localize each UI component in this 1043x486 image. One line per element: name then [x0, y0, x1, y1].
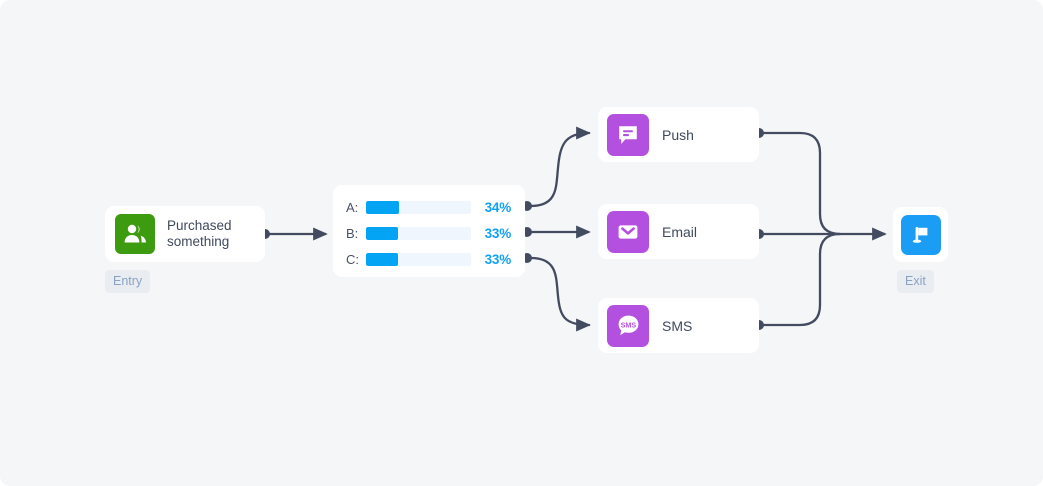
channel-label-email: Email: [662, 223, 698, 240]
channel-label-sms: SMS: [662, 317, 693, 334]
envelope-icon: [607, 210, 649, 253]
sms-bubble-icon: SMS: [607, 304, 649, 347]
split-row-c[interactable]: C: 33%: [333, 248, 525, 270]
channel-label-push: Push: [662, 126, 694, 143]
edge-sms-to-exit: [754, 232, 842, 330]
split-bar-fill-a: [366, 200, 399, 214]
node-entry-purchased-something[interactable]: Purchased something: [105, 206, 265, 262]
badge-entry: Entry: [105, 270, 151, 293]
split-key-a: A:: [346, 199, 359, 215]
edge-split-c-to-sms: [522, 253, 591, 332]
split-percent-c: 33%: [484, 251, 512, 267]
users-icon: [115, 214, 155, 254]
badge-exit: Exit: [897, 270, 934, 293]
split-percent-b: 33%: [484, 225, 512, 241]
edge-push-to-exit: [754, 128, 842, 236]
push-message-icon: [607, 113, 649, 156]
node-channel-email[interactable]: Email: [598, 204, 759, 259]
split-bar-track-c: [366, 252, 471, 266]
split-key-b: B:: [346, 225, 359, 241]
edge-email-to-exit: [754, 227, 887, 241]
edge-split-a-to-push: [522, 126, 591, 211]
edge-entry-to-split: [260, 227, 328, 241]
split-key-c: C:: [346, 251, 359, 267]
svg-text:SMS: SMS: [620, 320, 636, 329]
node-exit[interactable]: [893, 207, 948, 262]
split-bar-track-a: [366, 200, 471, 214]
entry-label-line2: something: [167, 234, 230, 249]
split-row-b[interactable]: B: 33%: [333, 222, 525, 244]
split-bar-fill-b: [366, 226, 398, 240]
node-channel-sms[interactable]: SMS SMS: [598, 298, 759, 353]
entry-node-label: Purchased something: [167, 218, 232, 250]
node-split-test[interactable]: A: 34% B: 33% C: 33%: [333, 185, 525, 277]
split-bar-fill-c: [366, 252, 398, 266]
split-percent-a: 34%: [484, 199, 512, 215]
edge-split-b-to-email: [522, 225, 591, 239]
entry-label-line1: Purchased: [167, 218, 232, 233]
split-bar-track-b: [366, 226, 471, 240]
node-channel-push[interactable]: Push: [598, 107, 759, 162]
split-row-a[interactable]: A: 34%: [333, 196, 525, 218]
flag-icon: [900, 214, 941, 255]
